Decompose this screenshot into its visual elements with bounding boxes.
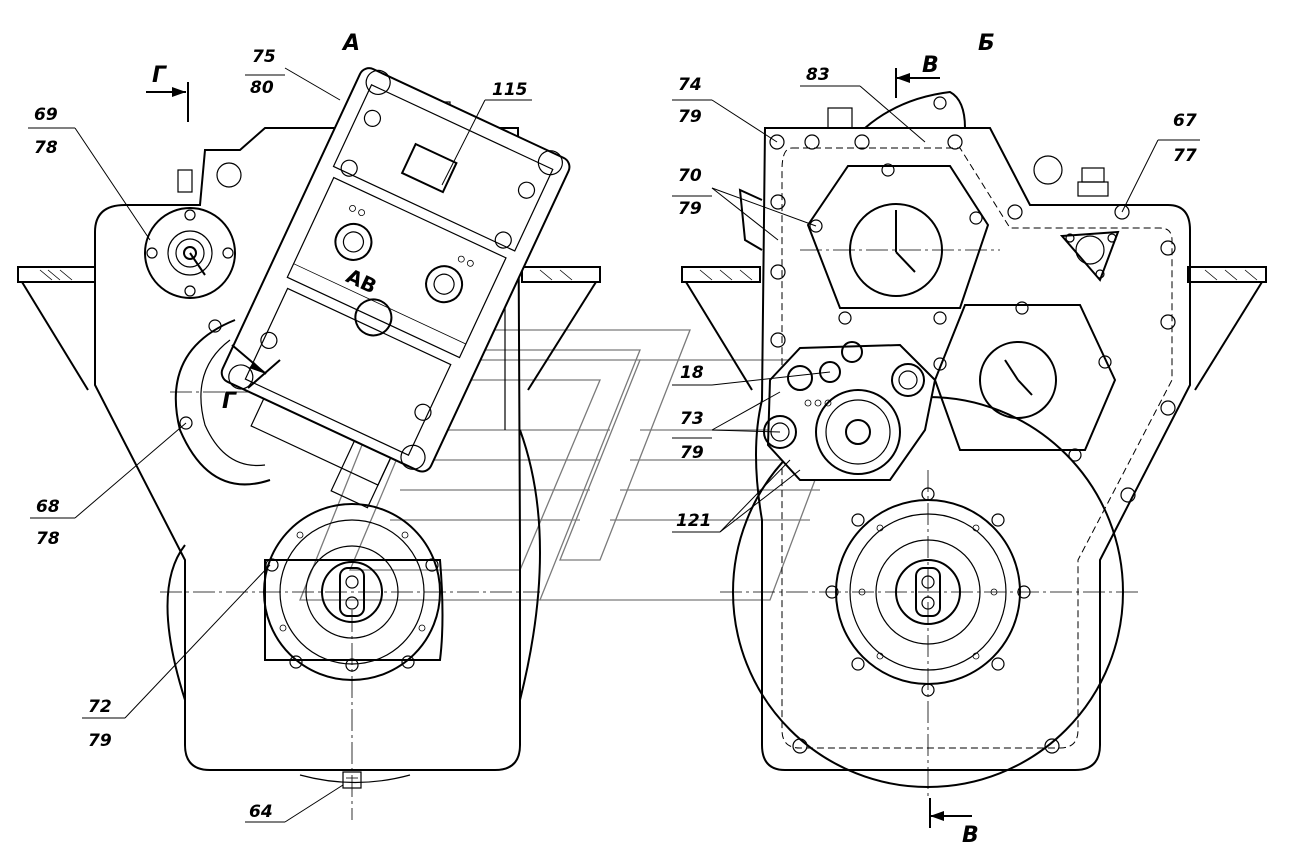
view-b-output-disk [732, 396, 1124, 788]
leader-lines [28, 67, 1200, 823]
view-b-flange-67 [1059, 230, 1120, 282]
label-79c: 79 [678, 199, 702, 219]
view-a-flange-69 [144, 207, 236, 299]
view-b-housing [681, 90, 1267, 800]
section-label-g-top: Г [152, 63, 167, 88]
label-77: 77 [1173, 146, 1197, 166]
label-75: 75 [252, 47, 276, 67]
view-a-housing [17, 101, 601, 820]
section-arrow-v-top [895, 68, 940, 98]
label-73: 73 [680, 409, 704, 429]
label-83: 83 [806, 65, 830, 85]
label-79d: 79 [680, 443, 704, 463]
label-78b: 78 [36, 529, 60, 549]
label-78a: 78 [34, 138, 58, 158]
view-a-output-flange [263, 503, 444, 681]
view-title-b: Б [978, 31, 995, 56]
view-a-valve-block [220, 67, 571, 509]
label-67: 67 [1173, 111, 1197, 131]
label-80: 80 [250, 78, 274, 98]
view-b-right-cover [933, 301, 1117, 462]
label-115: 115 [492, 80, 528, 100]
section-label-g-lower: Г [222, 389, 237, 414]
section-arrow-g-top [146, 82, 189, 122]
part-labels: 75 80 115 69 78 68 78 72 79 64 74 79 83 … [34, 47, 1197, 822]
section-arrow-v-bottom [929, 798, 972, 828]
label-79a: 79 [88, 731, 112, 751]
label-70: 70 [678, 166, 702, 186]
label-74: 74 [678, 75, 702, 95]
label-121: 121 [676, 511, 712, 531]
label-79b: 79 [678, 107, 702, 127]
label-72: 72 [88, 697, 112, 717]
label-64: 64 [249, 802, 273, 822]
section-label-v-top: В [922, 53, 939, 78]
label-18: 18 [680, 363, 704, 383]
view-b-pump-assembly [763, 341, 937, 481]
view-b-upper-cover [800, 163, 1000, 325]
section-arrow-g-lower [231, 344, 281, 389]
watermark-logo [299, 329, 861, 601]
section-label-v-bottom: В [962, 823, 979, 848]
label-69: 69 [34, 105, 58, 125]
view-a-side-cover [170, 319, 360, 486]
view-title-a: А [341, 31, 360, 56]
label-68: 68 [36, 497, 60, 517]
